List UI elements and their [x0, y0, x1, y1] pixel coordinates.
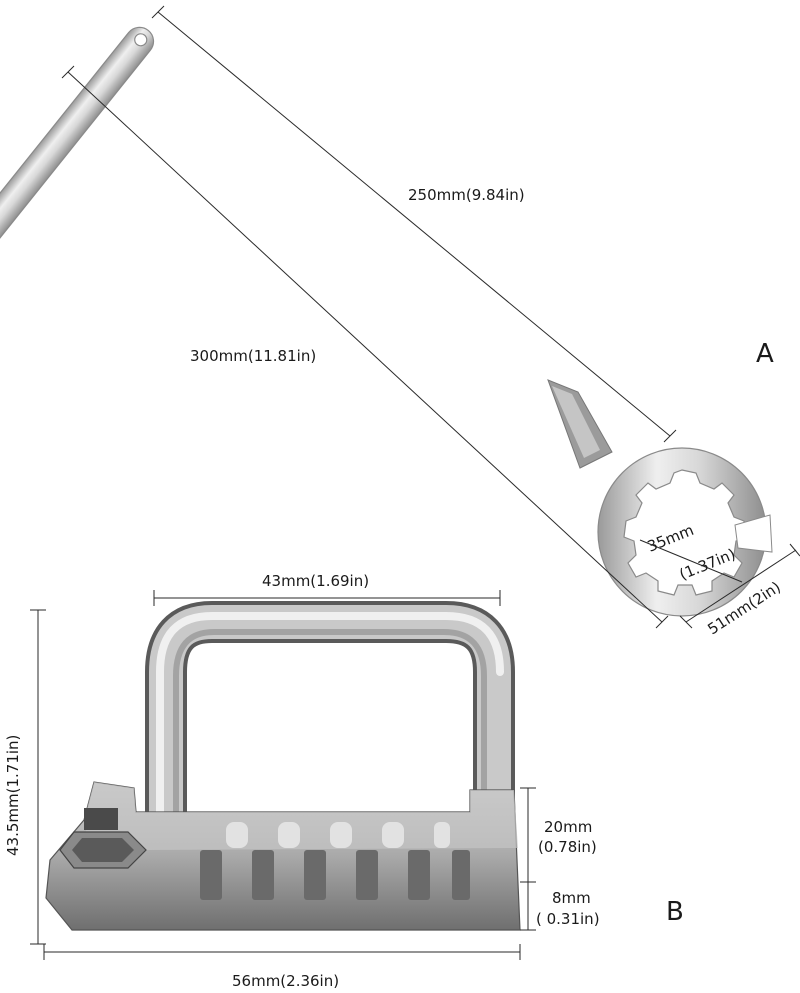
label-base-width: 56mm(2.36in) [232, 972, 339, 990]
wrench-handle [0, 26, 155, 440]
dim-line-handle [157, 11, 671, 437]
label-top-width: 43mm(1.69in) [262, 572, 369, 590]
label-handle-length: 250mm(9.84in) [408, 186, 525, 204]
wrench-ring-head [597, 447, 773, 617]
wrench-a-dimensions [61, 5, 800, 629]
label-base-height-in: ( 0.31in) [536, 910, 600, 928]
dim-line-overall [67, 71, 663, 623]
label-overall-length: 300mm(11.81in) [190, 347, 316, 365]
dim-line-inner [639, 539, 743, 583]
hang-hole [134, 33, 148, 47]
wrench-a [0, 26, 773, 617]
hex-socket-top [84, 808, 118, 830]
tool-a-label: A [756, 339, 774, 369]
ring-opening [623, 469, 747, 596]
label-upper-height-in: (0.78in) [538, 838, 597, 856]
socket-tool-b [45, 601, 521, 931]
dim-line-outer [685, 549, 797, 623]
base-teeth [200, 850, 470, 900]
label-base-height-mm: 8mm [552, 889, 591, 907]
tool-b-label: B [666, 897, 684, 927]
label-height: 43.5mm(1.71in) [4, 735, 22, 856]
label-upper-height-mm: 20mm [544, 818, 592, 836]
socket-tool-b-dimensions [30, 590, 536, 960]
